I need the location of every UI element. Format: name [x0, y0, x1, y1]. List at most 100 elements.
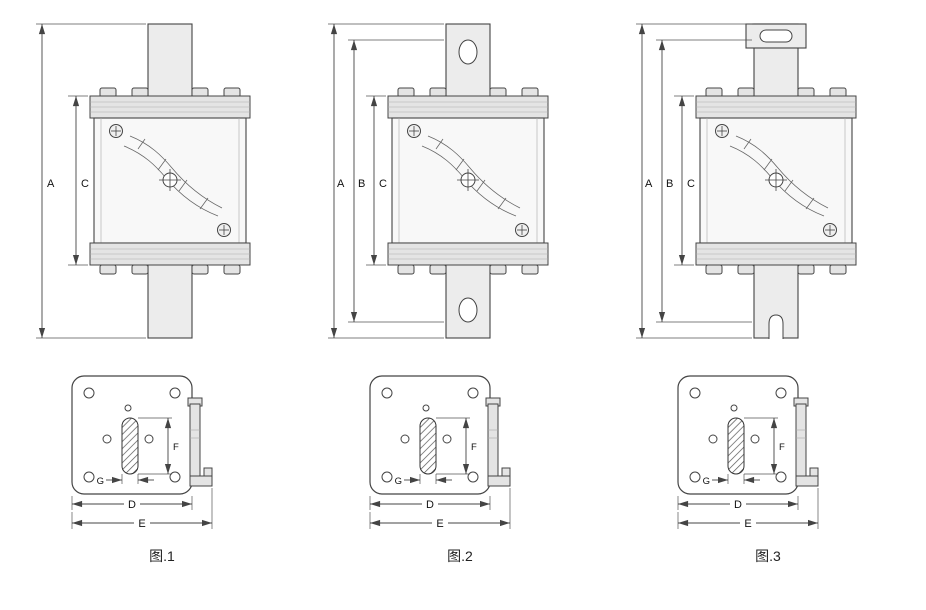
screw-bottom-right [823, 223, 837, 237]
dimension-d: D [71, 496, 193, 511]
side-hole [144, 434, 154, 444]
dim-label-a: A [47, 178, 55, 190]
dimension-a: A [36, 23, 146, 339]
bottom-terminal-bump [737, 264, 755, 275]
bottom-terminal-bump [429, 264, 447, 275]
center-mark [765, 169, 787, 191]
dim-label-f: F [779, 442, 785, 453]
dimension-b: B [656, 39, 752, 323]
dim-label-a: A [337, 178, 345, 190]
corner-hole [467, 387, 479, 399]
corner-hole [169, 471, 181, 483]
screw-top-left [407, 124, 421, 138]
pilot-hole [422, 404, 430, 412]
bottom-terminal-bump [131, 264, 149, 275]
fuse-body [695, 87, 857, 275]
dimension-b: B [348, 39, 444, 323]
blade-top-slot [759, 29, 793, 43]
bottom-terminal-bump [521, 264, 539, 275]
dim-label-g: G [395, 476, 402, 487]
dimension-e: E [71, 488, 213, 530]
bottom-terminal-bump [223, 264, 241, 275]
bottom-terminal-bump [99, 264, 117, 275]
center-mark [457, 169, 479, 191]
screw-bottom-right [217, 223, 231, 237]
dim-label-c: C [379, 178, 387, 190]
fuse-body [89, 87, 251, 275]
dim-label-c: C [81, 178, 89, 190]
figure-3-column: A B C [628, 18, 908, 566]
corner-hole [775, 387, 787, 399]
front-view: A C [36, 23, 251, 339]
dim-label-a: A [645, 178, 653, 190]
screw-bottom-right [515, 223, 529, 237]
bottom-view: F G [369, 375, 511, 530]
corner-hole [381, 471, 393, 483]
dimension-c: C [68, 95, 89, 266]
bottom-terminal-bump [489, 264, 507, 275]
side-hole [102, 434, 112, 444]
pilot-hole [730, 404, 738, 412]
dim-label-e: E [138, 518, 145, 530]
bottom-terminal-bump [705, 264, 723, 275]
blade-hole-bottom [458, 297, 478, 323]
dimension-g: G [97, 474, 154, 487]
dim-label-d: D [426, 499, 434, 511]
pilot-hole [124, 404, 132, 412]
corner-hole [169, 387, 181, 399]
dimension-d: D [369, 496, 491, 511]
dim-label-f: F [173, 442, 179, 453]
figure-2-caption: 图.2 [447, 548, 473, 564]
dim-label-c: C [687, 178, 695, 190]
screw-top-left [109, 124, 123, 138]
dim-label-e: E [744, 518, 751, 530]
bottom-view: F G [677, 375, 819, 530]
side-hole [400, 434, 410, 444]
bottom-view: F G [71, 375, 213, 530]
bottom-terminal-bump [191, 264, 209, 275]
center-mark [159, 169, 181, 191]
terminal-slot [419, 417, 437, 475]
dimension-f: F [744, 417, 785, 475]
dimension-a: A [636, 23, 752, 339]
corner-hole [83, 387, 95, 399]
dim-label-d: D [734, 499, 742, 511]
side-bracket [793, 397, 819, 487]
dim-label-g: G [97, 476, 104, 487]
side-bracket [187, 397, 213, 487]
side-hole [708, 434, 718, 444]
dimension-g: G [703, 474, 760, 487]
corner-hole [83, 471, 95, 483]
dim-label-f: F [471, 442, 477, 453]
dim-label-d: D [128, 499, 136, 511]
terminal-slot [727, 417, 745, 475]
figure-2-drawing: A B C [328, 23, 549, 530]
dim-label-b: B [666, 178, 673, 190]
side-hole [442, 434, 452, 444]
bottom-terminal-bump [397, 264, 415, 275]
dim-label-e: E [436, 518, 443, 530]
bottom-terminal-bump [797, 264, 815, 275]
corner-hole [467, 471, 479, 483]
dimension-e: E [677, 488, 819, 530]
corner-hole [775, 471, 787, 483]
dimension-d: D [677, 496, 799, 511]
dim-label-g: G [703, 476, 710, 487]
dimension-g: G [395, 474, 452, 487]
figure-2-column: A B C [320, 18, 600, 566]
dimension-f: F [138, 417, 179, 475]
side-bracket [485, 397, 511, 487]
corner-hole [689, 471, 701, 483]
dimension-c: C [674, 95, 695, 266]
front-view: A B C [328, 23, 549, 339]
figure-1-drawing: A C [36, 23, 251, 530]
blade-bottom-fork-slot [768, 314, 784, 339]
figure-3-caption: 图.3 [755, 548, 781, 564]
dimension-a: A [328, 23, 444, 339]
corner-hole [381, 387, 393, 399]
figure-1-column: A C [22, 18, 302, 566]
dimension-f: F [436, 417, 477, 475]
figure-1-caption: 图.1 [149, 548, 175, 564]
blade-hole-top [458, 39, 478, 65]
